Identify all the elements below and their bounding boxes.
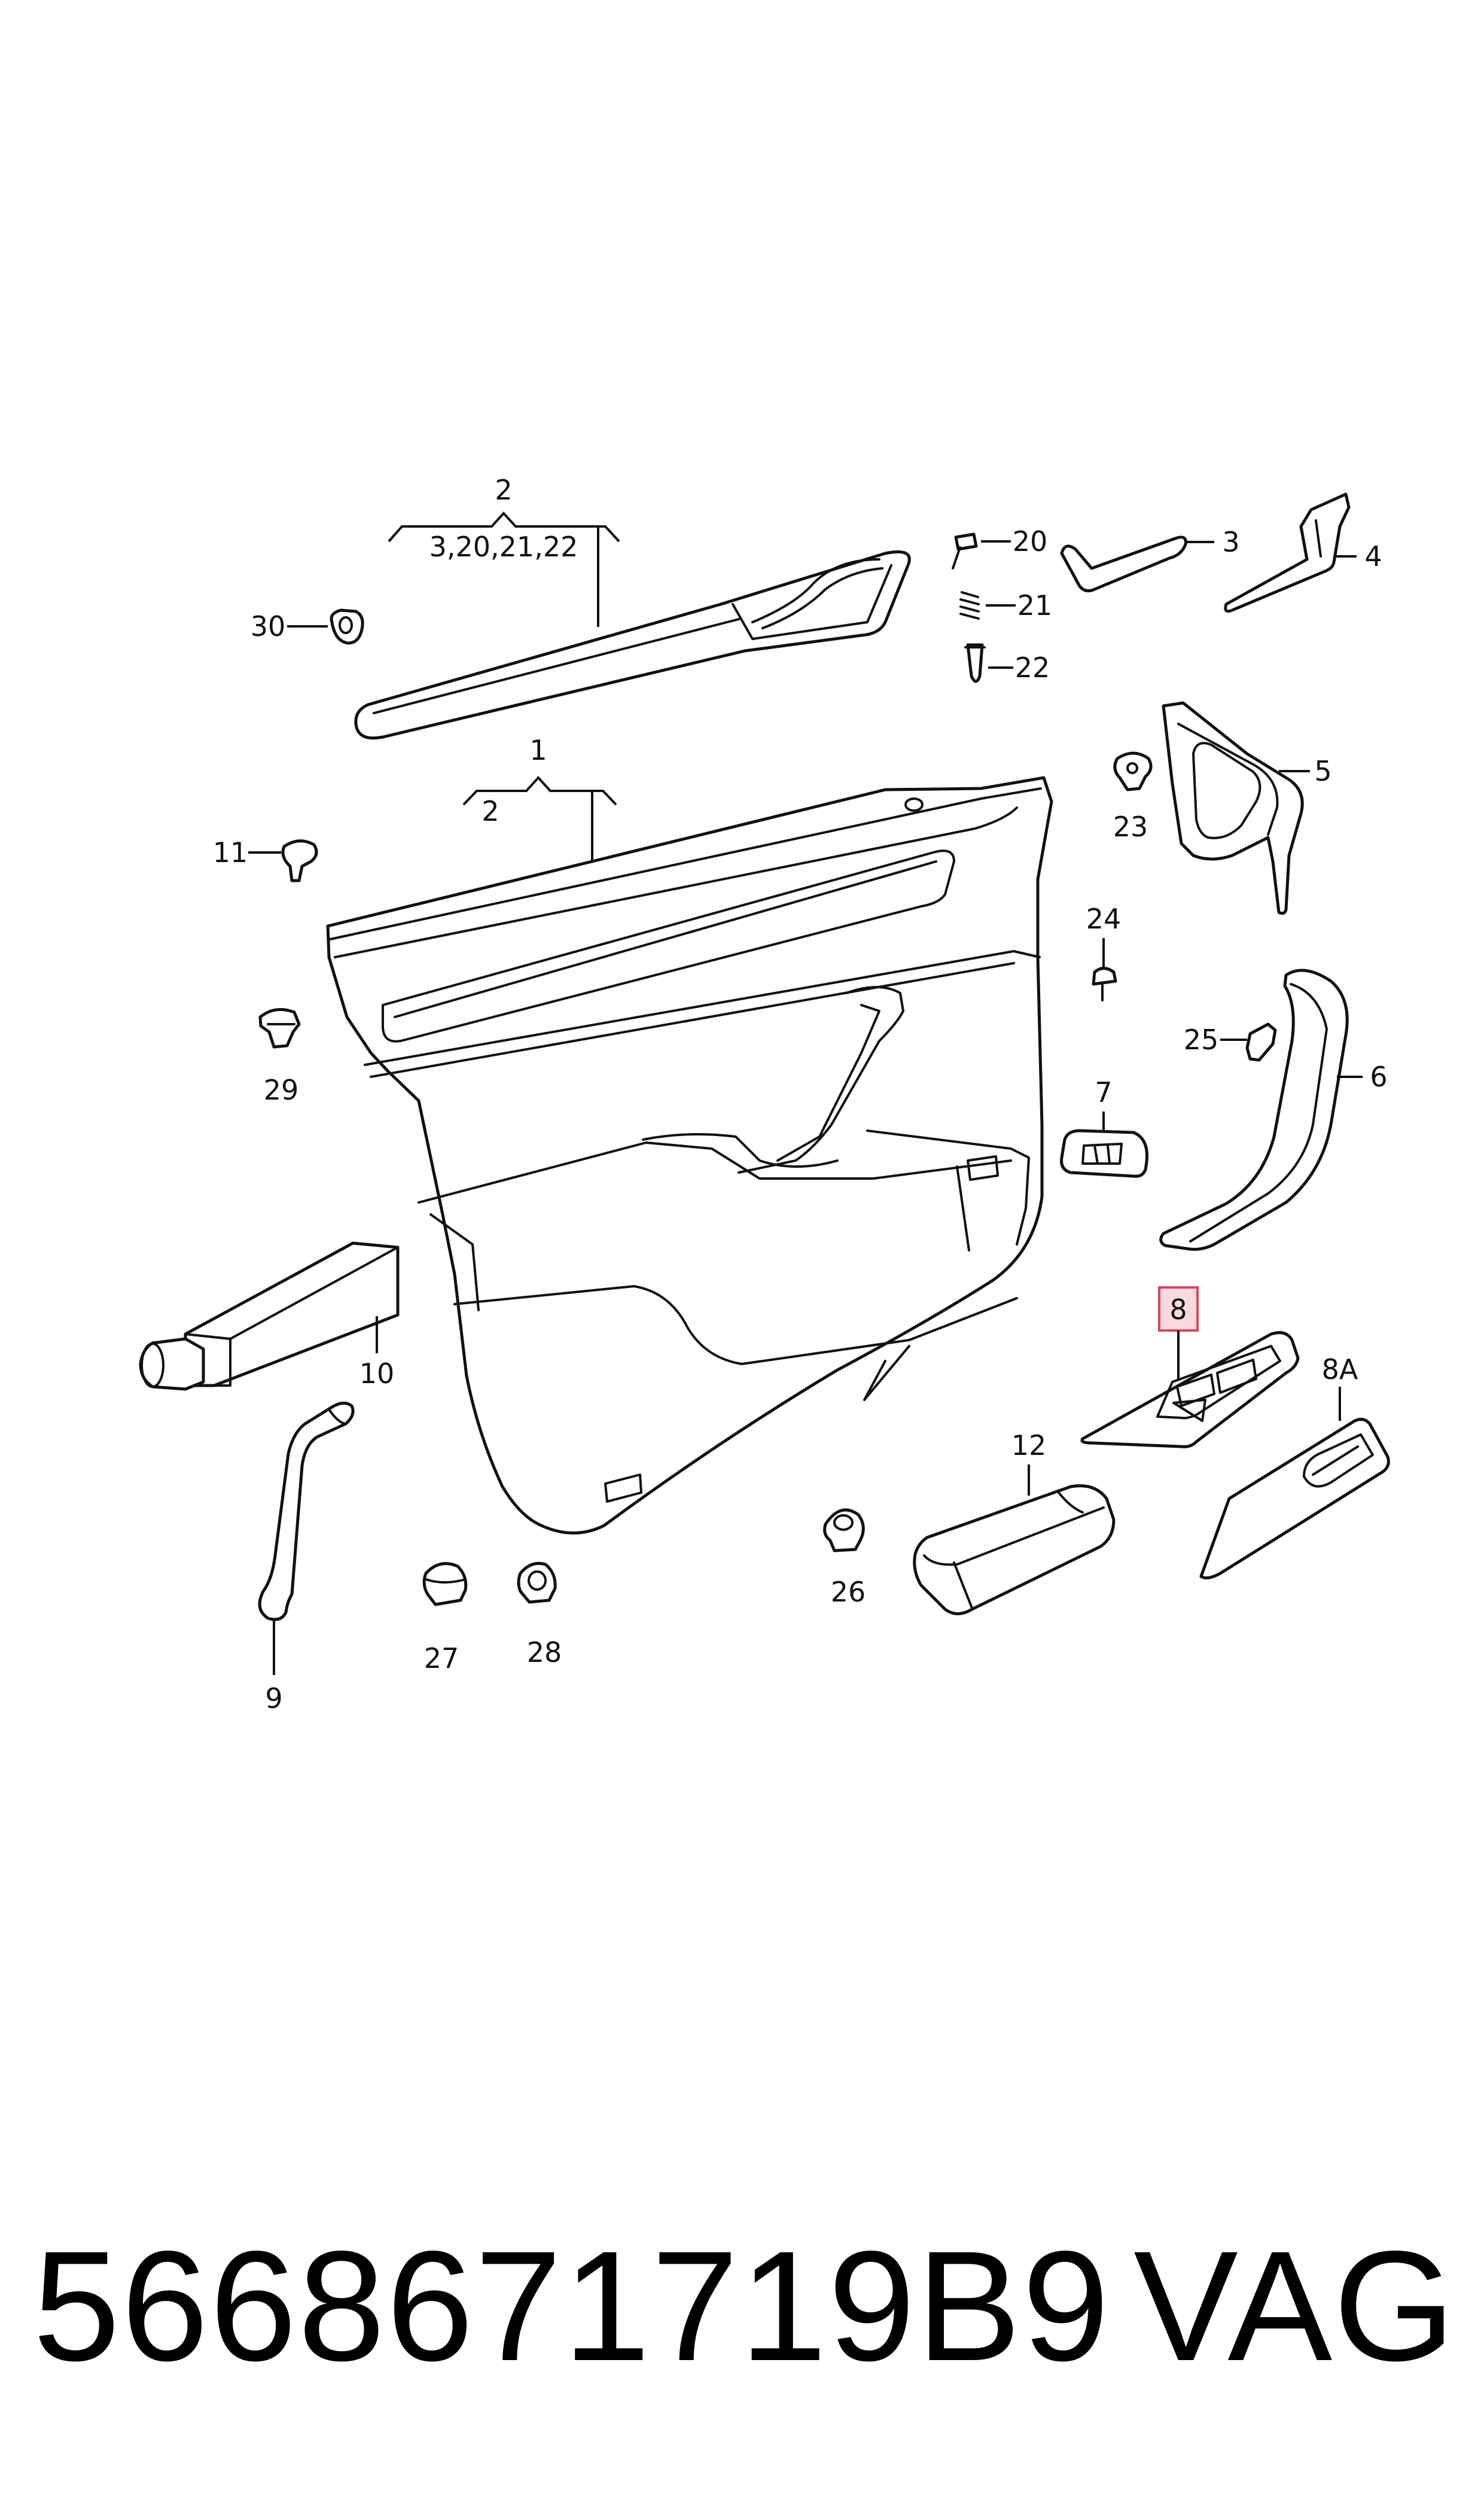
part-9-hose: 9: [258, 1402, 355, 1715]
callout-label-2: 2: [495, 474, 512, 506]
callout-label-12: 12: [1011, 1429, 1047, 1462]
part-10-damper-block: 10: [139, 1241, 400, 1391]
callout-label-23: 23: [1113, 811, 1148, 843]
part-28-cap: 28: [517, 1561, 562, 1668]
part-1-door-panel: [326, 776, 1053, 1534]
part-21-spring: 21: [959, 589, 1053, 622]
callout-label-9: 9: [265, 1682, 282, 1715]
part-29-clip: 29: [258, 1008, 301, 1106]
part-24-screw: 24: [1086, 903, 1122, 1001]
callout-label-8: 8: [1169, 1293, 1187, 1326]
part-8a-switch-panel: 8A: [1199, 1353, 1390, 1580]
callout-label-5: 5: [1314, 755, 1331, 787]
callout-label-7: 7: [1095, 1076, 1112, 1109]
part-20-screw: 20: [952, 525, 1048, 570]
part-27-cap: 27: [422, 1562, 468, 1674]
callout-label-28: 28: [527, 1636, 562, 1668]
callout-label-6: 6: [1370, 1061, 1387, 1093]
part-11-clip: 11: [213, 836, 318, 882]
part-7-switch-bezel: 7: [1060, 1076, 1148, 1178]
part-number-text: 5668671719B9: [33, 2218, 1111, 2394]
part-22-pin: 22: [964, 643, 1050, 684]
part-4-angled-strip: 4: [1224, 492, 1382, 613]
callout-label-8a: 8A: [1322, 1353, 1358, 1386]
callout-label-11: 11: [213, 836, 248, 869]
callout-label-21: 21: [1017, 589, 1053, 622]
callout-label-3-20-21-22: 3,20,21,22: [429, 531, 578, 563]
part-8-switch-panel: 8: [1080, 1286, 1300, 1448]
callout-label-4: 4: [1364, 540, 1382, 573]
caption-bar: 5668671719B9 VAG: [33, 2216, 1456, 2396]
callout-label-22: 22: [1015, 651, 1050, 684]
part-3-trim-piece: 3: [1060, 526, 1240, 593]
callout-label-2-panel: 2: [482, 795, 499, 827]
part-12-armrest-pad: 12: [913, 1429, 1116, 1615]
callout-label-10: 10: [359, 1357, 395, 1390]
callout-2-top: 2 3,20,21,22: [388, 474, 620, 627]
callout-label-27: 27: [424, 1642, 459, 1674]
callout-label-24: 24: [1086, 903, 1122, 935]
brand-text: VAG: [1133, 2218, 1456, 2394]
part-5-corner-cover: 5: [1162, 701, 1332, 915]
callout-label-29: 29: [264, 1074, 299, 1106]
part-26-grommet: 26: [823, 1508, 866, 1608]
callout-label-1: 1: [529, 734, 547, 766]
callout-label-30: 30: [251, 610, 286, 643]
exploded-parts-diagram: 2 3,20,21,22 30 20 21 22 3 4: [139, 474, 1390, 1715]
callout-1: 1 2: [462, 734, 617, 861]
part-30-clip: 30: [251, 608, 364, 645]
part-6-armrest-trim: 6: [1159, 969, 1388, 1251]
part-23-fastener: 23: [1113, 751, 1153, 843]
callout-label-20: 20: [1013, 525, 1048, 558]
callout-label-25: 25: [1184, 1024, 1219, 1056]
part-2-upper-trim-strip: [354, 550, 911, 740]
callout-label-26: 26: [831, 1576, 866, 1608]
part-25-clip: 25: [1184, 1022, 1277, 1062]
callout-label-3: 3: [1222, 526, 1239, 558]
